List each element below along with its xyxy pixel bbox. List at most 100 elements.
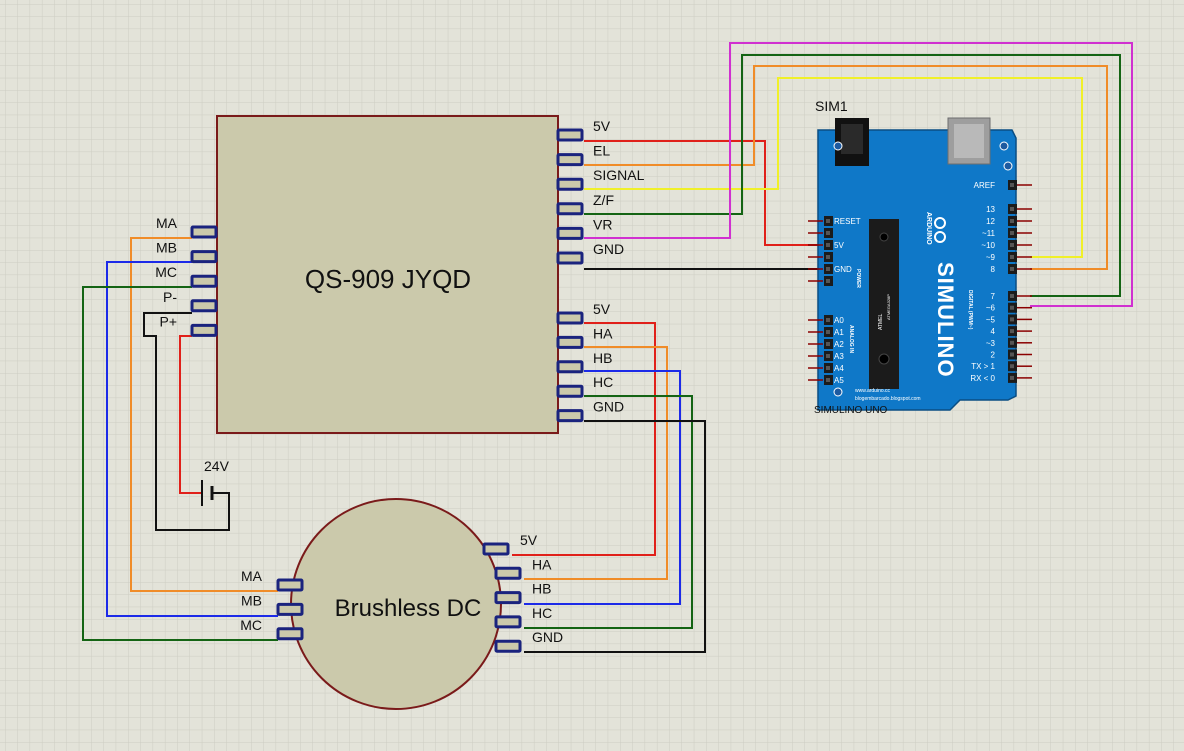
driver-pin-5v[interactable]: 5V	[556, 118, 611, 142]
driver-pin-mb[interactable]: MB	[156, 240, 218, 264]
header-hole	[1010, 305, 1014, 310]
driver-hall-pin-ha[interactable]: HA	[556, 325, 613, 349]
arduino-pin-nc3[interactable]	[808, 252, 833, 262]
driver-hall-pin-hb[interactable]: HB	[556, 350, 612, 374]
arduino-pin-nc1[interactable]	[808, 228, 833, 238]
wire-hall-hc	[524, 395, 693, 629]
arduino-pin-9[interactable]: ~9	[986, 252, 1032, 262]
motor-hall-pin-gnd-terminal[interactable]	[494, 639, 522, 653]
motor-pin-mb[interactable]: MB	[241, 592, 304, 616]
driver-hall-pin-5v-terminal[interactable]	[556, 311, 584, 325]
driver-hall-pin-5v[interactable]: 5V	[556, 301, 611, 325]
motor-pin-mb-terminal[interactable]	[276, 602, 304, 616]
driver-hall-pin-gnd[interactable]: GND	[556, 399, 624, 423]
arduino-board[interactable]: SIM1 ATMEL ATMEGA328P ARDUINO SIMULINO P…	[808, 98, 1032, 416]
battery-label: 24V	[204, 458, 230, 474]
driver-pin-el[interactable]: EL	[556, 143, 610, 167]
driver-hall-pin-hc[interactable]: HC	[556, 374, 613, 398]
driver-pin-gnd-terminal[interactable]	[556, 251, 584, 265]
driver-pin-p-terminal[interactable]	[190, 323, 218, 337]
driver-pin-mb-terminal[interactable]	[190, 250, 218, 264]
motor-hall-pin-ha-terminal[interactable]	[494, 566, 522, 580]
driver-pin-signal[interactable]: SIGNAL	[556, 167, 645, 191]
arduino-pin-label: 8	[991, 265, 996, 274]
motor-pin-ma[interactable]: MA	[241, 568, 304, 592]
arduino-pin-reset[interactable]: RESET	[808, 216, 861, 226]
driver-pin-z-f[interactable]: Z/F	[556, 192, 614, 216]
motor-hall-pin-5v[interactable]: 5V	[482, 532, 538, 556]
motor-pin-mc-terminal[interactable]	[276, 627, 304, 641]
arduino-pin-5v[interactable]: 5V	[808, 240, 844, 250]
motor-hall-pin-hc-terminal[interactable]	[494, 615, 522, 629]
arduino-pin-nc5[interactable]	[808, 276, 833, 286]
motor-pin-ma-label: MA	[241, 568, 263, 584]
arduino-pin-a1[interactable]: A1	[808, 327, 844, 337]
driver-pin-vr-terminal[interactable]	[556, 226, 584, 240]
motor-hall-pin-hb-terminal[interactable]	[494, 591, 522, 605]
driver-hall-pin-5v-label: 5V	[593, 301, 611, 317]
driver-pin-z-f-terminal[interactable]	[556, 202, 584, 216]
driver-pin-signal-terminal[interactable]	[556, 177, 584, 191]
motor-hall-pin-5v-terminal[interactable]	[482, 542, 510, 556]
arduino-pin-3[interactable]: ~3	[986, 337, 1032, 348]
motor-hall-pin-hc[interactable]: HC	[494, 605, 552, 629]
board-pcb	[817, 129, 1017, 411]
arduino-pin-12[interactable]: 12	[986, 216, 1032, 226]
motor-hall-pin-hb[interactable]: HB	[494, 581, 551, 605]
arduino-pin-11[interactable]: ~11	[982, 228, 1032, 238]
header-hole	[826, 342, 830, 346]
arduino-pin-5[interactable]: ~5	[986, 314, 1032, 325]
driver-hall-pin-gnd-terminal[interactable]	[556, 409, 584, 423]
arduino-pin-a3[interactable]: A3	[808, 351, 844, 361]
arduino-pin-4[interactable]: 4	[991, 326, 1032, 337]
arduino-pin-rx-0[interactable]: RX < 0	[970, 372, 1032, 383]
driver-hall-pin-ha-terminal[interactable]	[556, 335, 584, 349]
motor-pin-mc[interactable]: MC	[240, 617, 304, 641]
driver-pin-mc-terminal[interactable]	[190, 274, 218, 288]
wire-vr	[584, 42, 1133, 307]
battery-24v[interactable]: 24V	[201, 458, 230, 506]
arduino-pin-6[interactable]: ~6	[986, 302, 1032, 313]
header-hole	[826, 354, 830, 358]
arduino-pin-10[interactable]: ~10	[981, 240, 1032, 250]
driver-pin-gnd[interactable]: GND	[556, 241, 624, 265]
arduino-pin-13[interactable]: 13	[986, 204, 1032, 214]
arduino-pin-aref[interactable]: AREF	[974, 180, 1032, 190]
arduino-pin-a4[interactable]: A4	[808, 363, 844, 373]
arduino-pin-label: 12	[986, 217, 995, 226]
arduino-pin-gnd[interactable]: GND	[808, 264, 852, 274]
wire-p-plus	[179, 335, 202, 494]
arduino-pin-a5[interactable]: A5	[808, 375, 844, 385]
driver-pin-p-terminal[interactable]	[190, 299, 218, 313]
arduino-pin-2[interactable]: 2	[991, 349, 1032, 360]
driver-pin-5v-terminal[interactable]	[556, 128, 584, 142]
driver-pin-p[interactable]: P+	[159, 313, 218, 337]
header-hole	[1010, 243, 1014, 247]
arduino-pin-label: ~9	[986, 253, 996, 262]
driver-pin-ma-terminal[interactable]	[190, 225, 218, 239]
arduino-pin-8[interactable]: 8	[991, 264, 1032, 274]
motor-pin-ma-terminal[interactable]	[276, 578, 304, 592]
driver-pin-ma[interactable]: MA	[156, 215, 218, 239]
arduino-pin-tx-1[interactable]: TX > 1	[971, 361, 1032, 372]
driver-pin-mc[interactable]: MC	[155, 264, 218, 288]
driver-pin-p[interactable]: P-	[163, 289, 218, 313]
chip-dot	[878, 353, 890, 365]
header-hole	[826, 255, 830, 259]
chip-label-1: ATMEL	[878, 313, 884, 330]
driver-pin-vr[interactable]: VR	[556, 216, 612, 240]
driver-hall-pin-hb-terminal[interactable]	[556, 360, 584, 374]
header-hole	[1010, 231, 1014, 235]
wire-mb	[106, 261, 278, 617]
arduino-pin-7[interactable]: 7	[991, 291, 1032, 301]
motor-hall-pin-ha[interactable]: HA	[494, 556, 552, 580]
driver-pin-el-terminal[interactable]	[556, 153, 584, 167]
driver-module[interactable]: QS-909 JYQD 5VELSIGNALZ/FVRGND5VHAHBHCGN…	[155, 115, 645, 434]
motor-hall-pin-gnd[interactable]: GND	[494, 629, 563, 653]
arduino-pin-a0[interactable]: A0	[808, 315, 844, 325]
arduino-pin-label: ~3	[986, 339, 996, 348]
arduino-pin-a2[interactable]: A2	[808, 339, 844, 349]
driver-hall-pin-hc-terminal[interactable]	[556, 384, 584, 398]
